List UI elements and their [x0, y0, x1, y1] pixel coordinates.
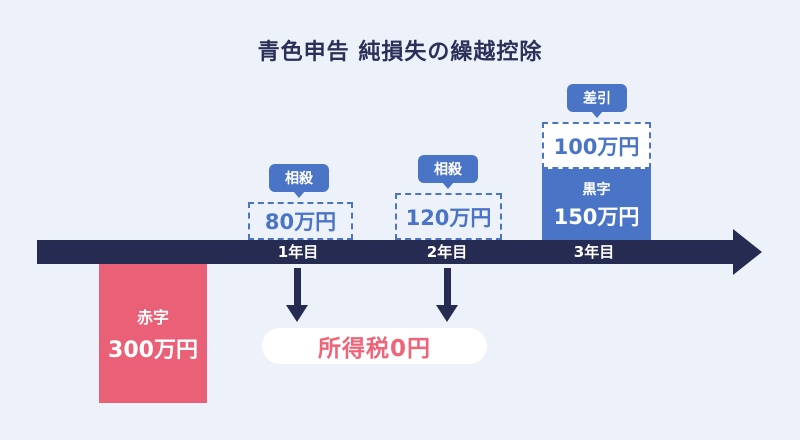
- year-label-1: 1年目: [277, 243, 319, 261]
- offset-amount-year2: 120万円: [405, 205, 492, 230]
- balance-amount-year3: 100万円: [553, 134, 640, 159]
- timeline-arrow-bar: [37, 240, 733, 264]
- profit-box-amount: 150万円: [553, 204, 640, 229]
- offset-badge-year1-label: 相殺: [285, 171, 313, 187]
- year-label-3: 3年目: [573, 243, 615, 261]
- offset-amount-box-year1: 80万円: [248, 202, 353, 240]
- timeline-arrowhead-icon: [733, 229, 762, 275]
- profit-box-label: 黒字: [582, 181, 611, 198]
- offset-badge-year2: 相殺: [418, 155, 478, 189]
- offset-amount-box-year2: 120万円: [395, 193, 502, 240]
- income-tax-pill: 所得税0円: [262, 328, 487, 364]
- offset-amount-year1: 80万円: [264, 210, 337, 234]
- loss-box-label: 赤字: [136, 307, 169, 327]
- offset-badge-year1: 相殺: [269, 164, 329, 198]
- offset-badge-year2-label: 相殺: [434, 162, 462, 178]
- loss-box: 赤字 300万円: [99, 264, 207, 403]
- badge-tail-icon: [293, 191, 305, 198]
- balance-amount-box-year3: 100万円: [542, 122, 651, 169]
- year-label-2: 2年目: [426, 243, 468, 261]
- balance-badge-year3: 差引: [567, 84, 627, 118]
- balance-badge-year3-label: 差引: [583, 91, 611, 107]
- income-tax-pill-text: 所得税0円: [317, 336, 431, 362]
- profit-box-year3: 黒字 150万円: [542, 169, 651, 240]
- loss-box-amount: 300万円: [108, 337, 198, 363]
- badge-tail-icon: [591, 111, 603, 118]
- diagram-title: 青色申告 純損失の繰越控除: [257, 40, 543, 65]
- badge-tail-icon: [442, 182, 454, 189]
